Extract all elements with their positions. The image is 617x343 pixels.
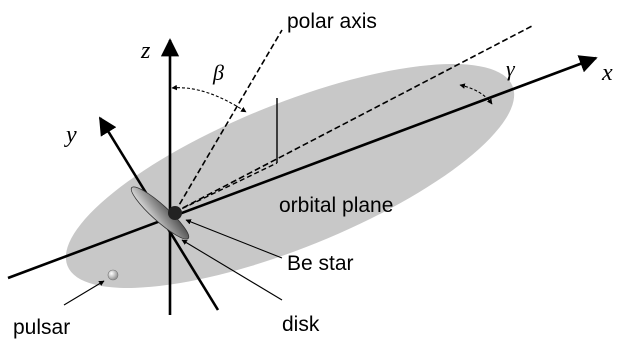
be-star-pointer [185,219,283,259]
x-axis [7,55,598,280]
polar-axis-line [174,29,283,213]
x-axis-label: x [601,60,613,86]
be-star-label: Be star [287,252,354,275]
be-star-disk [130,186,190,240]
beta-angle-arc [171,84,247,113]
projection-line-gamma [174,25,533,213]
orbital-plane [65,64,515,288]
pulsar-pointer [63,280,105,306]
pulsar-label: pulsar [13,316,70,339]
orbital-plane-label: orbital plane [279,194,393,217]
disk-label: disk [282,313,320,336]
y-axis-label: y [64,122,77,148]
z-axis-label: z [140,38,151,64]
pulsar [107,269,119,281]
projection-foot-line [174,162,278,213]
gamma-label: γ [506,56,516,81]
gamma-angle-arc [459,83,493,105]
polar-axis-label: polar axis [287,10,377,33]
beta-label: β [212,60,224,85]
be-star [168,206,182,220]
disk-pointer [181,239,283,301]
